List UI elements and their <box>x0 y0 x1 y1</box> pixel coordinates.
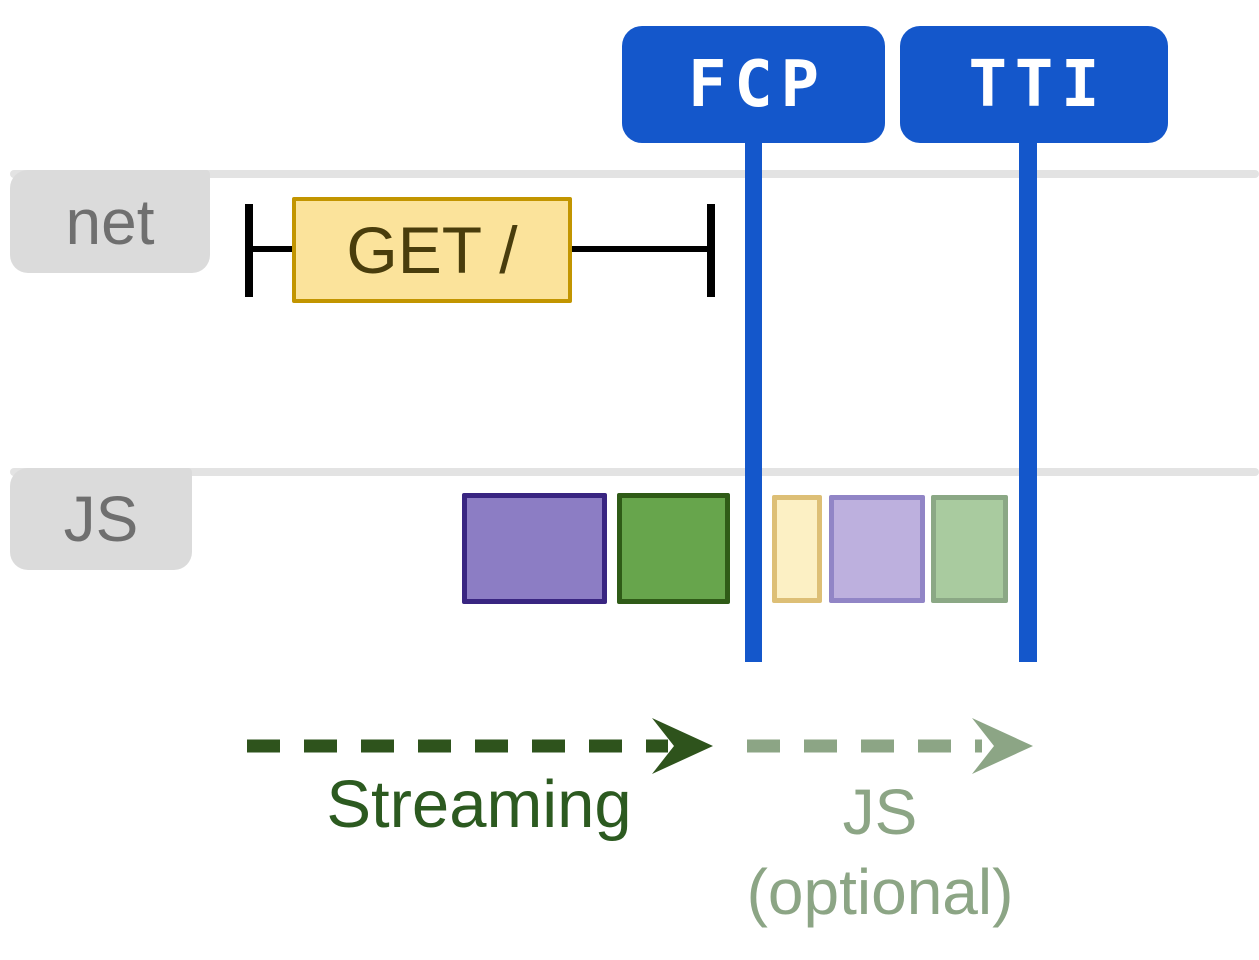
js-task-yellow-faded <box>772 495 822 603</box>
js-task-purple <box>462 493 607 604</box>
network-request-box: GET / <box>292 197 572 303</box>
js-lane-label-text: JS <box>63 483 139 555</box>
request-end-tick <box>707 204 715 297</box>
streaming-annotation: Streaming <box>247 768 711 842</box>
tti-marker-line <box>1019 140 1037 662</box>
js-optional-annotation: JS (optional) <box>705 772 1055 932</box>
net-lane-label-text: net <box>65 185 155 258</box>
net-lane-label: net <box>10 170 210 273</box>
net-lane-line <box>10 170 1259 178</box>
tti-badge-label: TTI <box>968 47 1108 122</box>
js-lane-line <box>10 468 1259 476</box>
js-optional-line1: JS <box>842 776 918 848</box>
streaming-arrow <box>247 718 713 774</box>
js-task-green-faded <box>931 495 1008 603</box>
js-task-purple-faded <box>829 495 925 603</box>
streaming-annotation-text: Streaming <box>326 767 632 842</box>
fcp-marker-line <box>745 140 762 662</box>
js-optional-arrow <box>747 718 1033 774</box>
request-start-tick <box>245 204 253 297</box>
fcp-badge: FCP <box>622 26 885 143</box>
tti-badge: TTI <box>900 26 1168 143</box>
network-request-label: GET / <box>346 213 518 287</box>
js-lane-label: JS <box>10 468 192 570</box>
js-task-green <box>617 493 730 604</box>
js-optional-line2: (optional) <box>746 856 1014 928</box>
fcp-badge-label: FCP <box>688 47 827 122</box>
